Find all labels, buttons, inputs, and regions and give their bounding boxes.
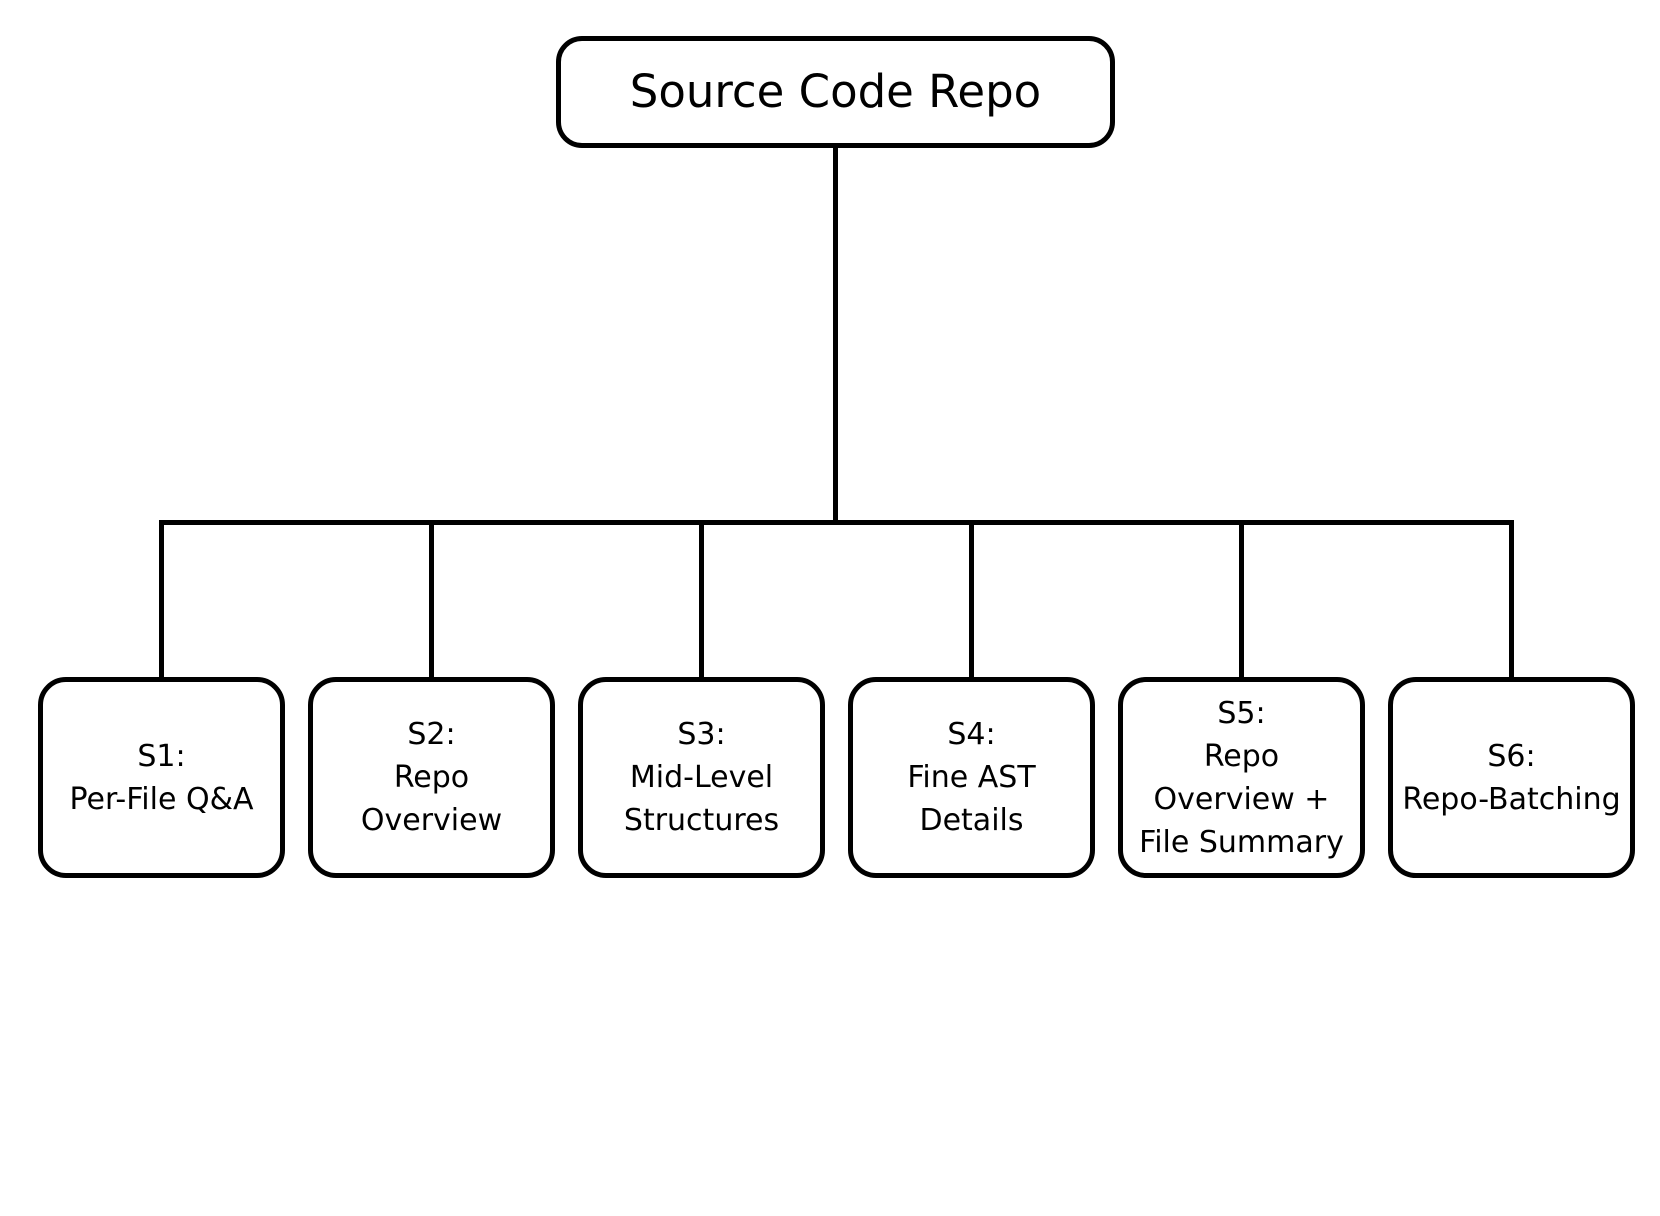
child-node-label: S6: Repo-Batching (1402, 738, 1621, 817)
child-node-s4-fine-ast-details: S4: Fine AST Details (848, 677, 1095, 878)
root-node-source-code-repo: Source Code Repo (556, 36, 1115, 148)
edge-drop-s6 (1509, 520, 1514, 680)
edge-drop-s4 (969, 520, 974, 680)
child-node-s1-per-file-qa: S1: Per-File Q&A (38, 677, 285, 878)
child-node-s6-repo-batching: S6: Repo-Batching (1388, 677, 1635, 878)
edge-horizontal-bus (159, 520, 1514, 525)
edge-drop-s2 (429, 520, 434, 680)
child-node-label: S2: Repo Overview (360, 717, 503, 838)
child-node-s3-mid-level-structures: S3: Mid-Level Structures (578, 677, 825, 878)
edge-drop-s5 (1239, 520, 1244, 680)
child-node-label: S1: Per-File Q&A (69, 738, 254, 817)
edge-drop-s1 (159, 520, 164, 680)
child-node-label: S5: Repo Overview + File Summary (1139, 695, 1344, 860)
edge-root-trunk (833, 146, 838, 525)
edge-drop-s3 (699, 520, 704, 680)
root-node-label: Source Code Repo (629, 65, 1042, 119)
child-node-s2-repo-overview: S2: Repo Overview (308, 677, 555, 878)
child-node-label: S4: Fine AST Details (907, 717, 1036, 838)
child-node-label: S3: Mid-Level Structures (623, 717, 780, 838)
child-node-s5-repo-overview-file-summary: S5: Repo Overview + File Summary (1118, 677, 1365, 878)
